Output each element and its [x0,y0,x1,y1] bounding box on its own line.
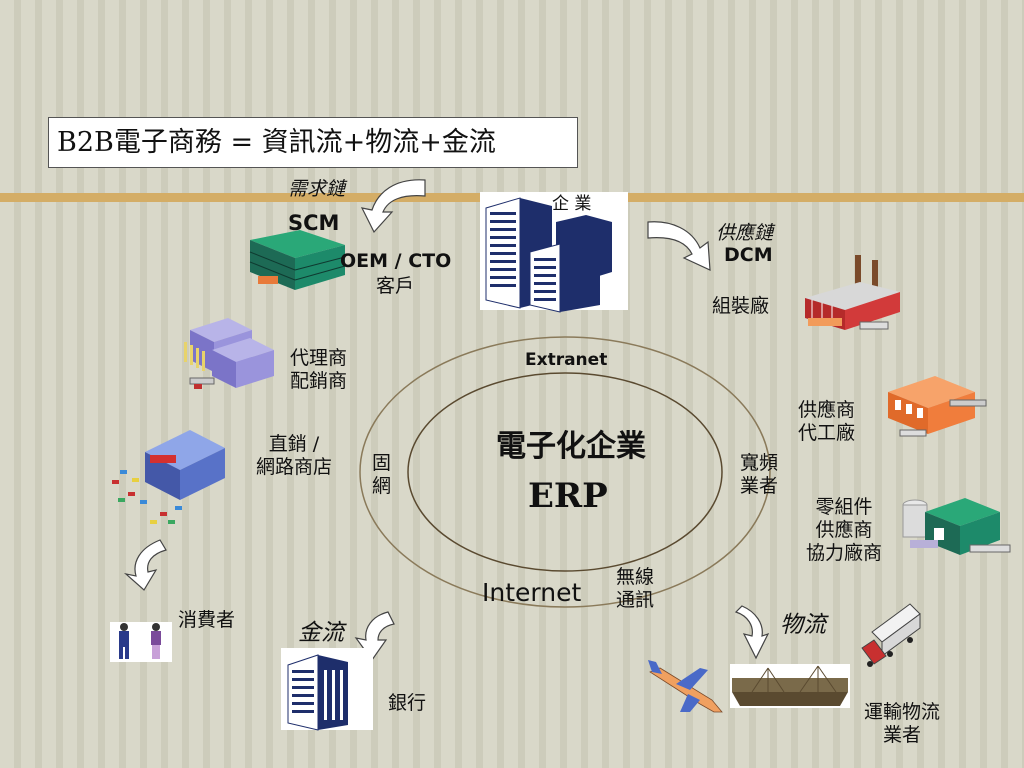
assembly-plant-label: 組裝廠 [712,295,770,317]
wireless-label: 無線 通訊 [616,566,655,611]
warehouse-icon [249,230,346,290]
curved-arrow-icon [360,179,426,234]
consumer-label: 消費者 [178,609,236,631]
inner-ellipse [407,372,723,572]
curved-arrow-icon [123,539,167,591]
direct-online-label: 直銷 / 網路商店 [255,433,332,478]
bank-building-icon [281,648,373,731]
warehouse-icon [902,498,1011,555]
office-building-icon [480,192,628,313]
broadband-label: 寬頻 業者 [740,452,779,497]
internet-label: Internet [482,578,582,607]
extranet-label: Extranet [525,350,608,370]
factory-icon [805,255,900,330]
parts-suppliers-label: 零組件 供應商 協力廠商 [805,496,882,564]
center-title: 電子化企業 [496,429,646,464]
warehouse-icon [184,318,274,389]
outer-ellipse [359,336,771,608]
bank-label: 銀行 [388,692,427,714]
scm-label: SCM [288,211,340,235]
agent-distributor-label: 代理商 配銷商 [290,347,348,392]
fixed-network-label: 固 網 [372,452,392,497]
transport-label: 運輸物流 業者 [863,701,940,746]
store-icon [112,430,225,524]
ship-icon [730,664,850,708]
curved-arrow-icon [734,605,770,660]
customer-label: 客戶 [376,275,415,297]
supplier-oem-label: 供應商 代工廠 [798,399,856,444]
supply-chain-label: 供應鏈 [716,222,774,244]
dcm-label: DCM [724,244,773,266]
truck-icon [861,603,921,667]
curved-arrow-icon [647,221,711,271]
oem-cto-label: OEM / CTO [340,250,452,272]
cash-flow-label: 金流 [298,620,344,646]
demand-chain-label: 需求鏈 [288,178,346,200]
center-erp: ERP [528,476,608,516]
airplane-icon [648,660,723,713]
slide-title: B2B電子商務 = 資訊流+物流+金流 [48,117,578,168]
people-icon [110,622,172,662]
logistics-label: 物流 [780,612,826,638]
warehouse-icon [888,376,987,437]
enterprise-label: 企 業 [552,194,592,214]
